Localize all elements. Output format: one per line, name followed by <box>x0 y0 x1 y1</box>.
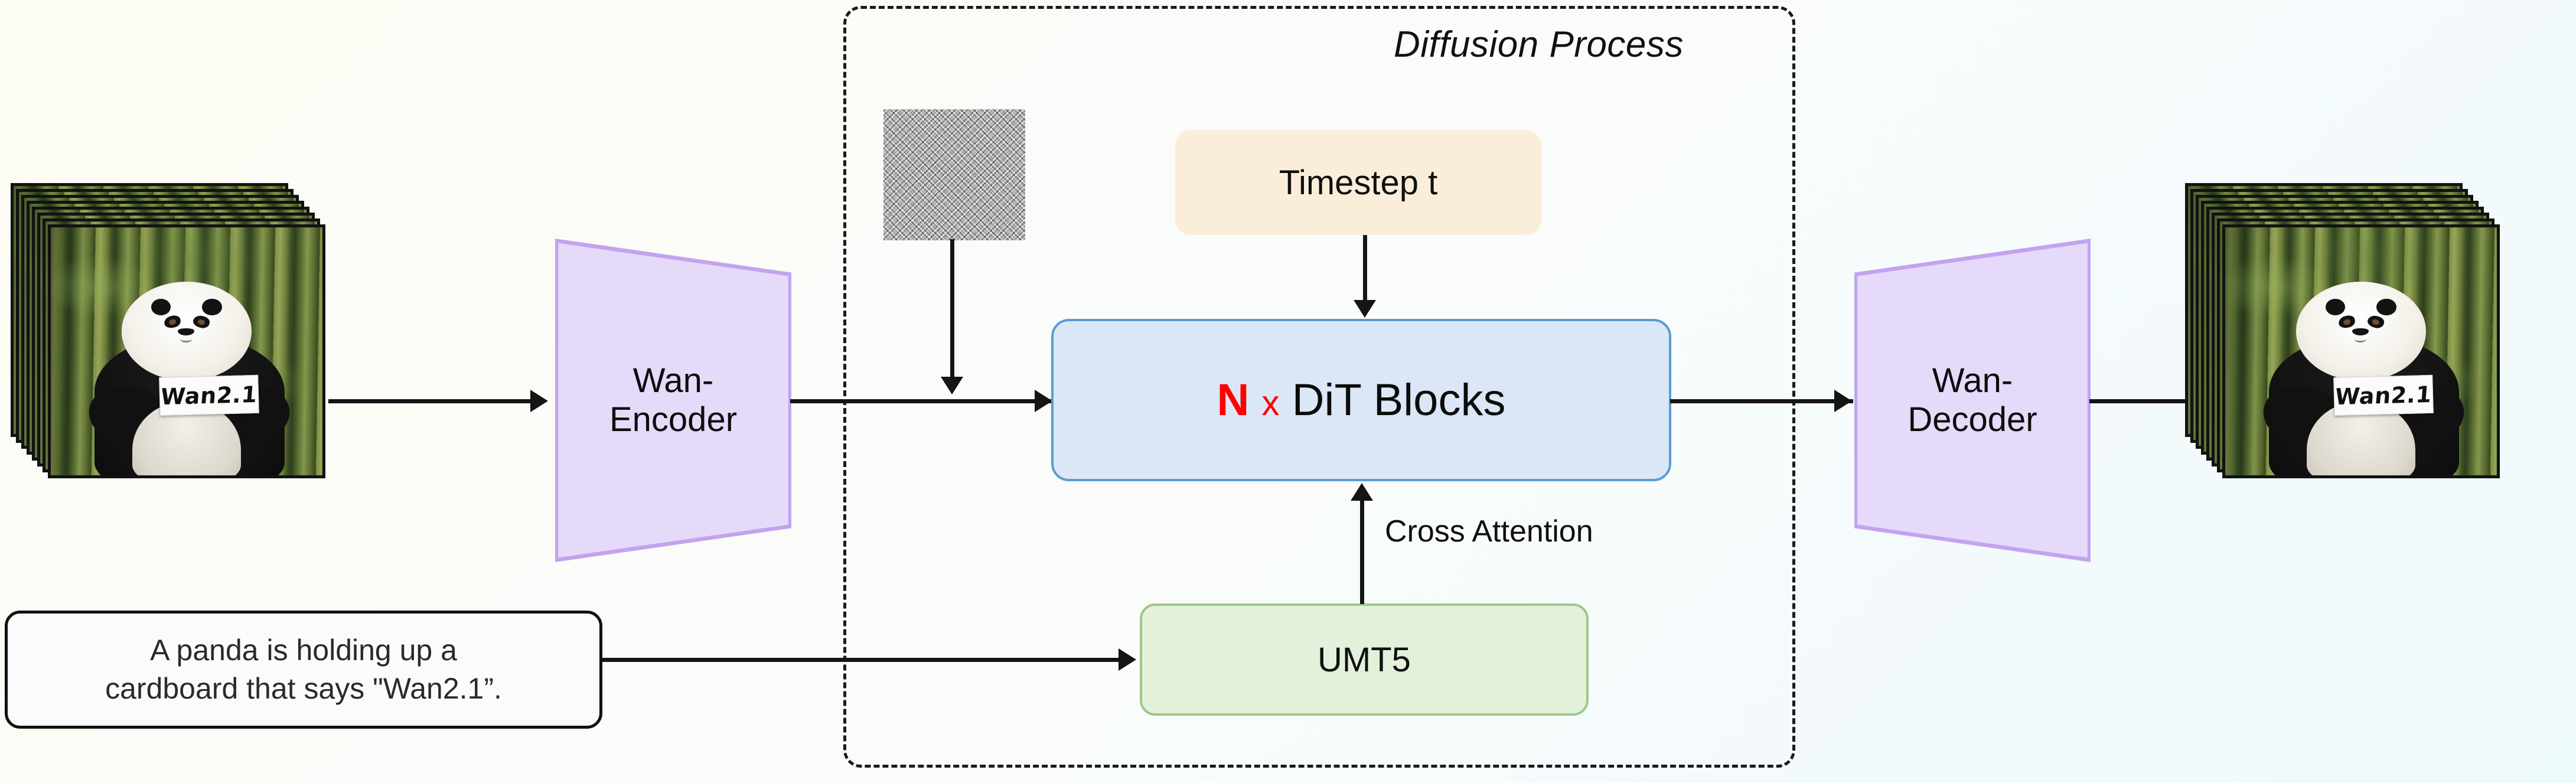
out-frame-front-1: Wan2.1 <box>2222 224 2500 478</box>
dit-repeat-count: N <box>1217 375 1250 425</box>
edge-prompt-to-umt5-arrowhead <box>1119 648 1136 671</box>
edge-encoder-to-dit <box>790 399 1055 403</box>
frame-front-1: Wan2.1 <box>48 224 325 478</box>
umt5-label: UMT5 <box>1318 640 1411 679</box>
cross-attention-label: Cross Attention <box>1385 514 1593 549</box>
timestep-label: Timestep t <box>1279 163 1438 202</box>
edge-dit-to-decoder-arrowhead <box>1834 390 1852 412</box>
wan-decoder-label: Wan- Decoder <box>1907 361 2037 439</box>
diffusion-process-container <box>843 6 1795 768</box>
cardboard-sign-text: Wan2.1 <box>159 381 259 410</box>
gaussian-noise-patch <box>883 109 1025 240</box>
edge-timestep-to-dit <box>1363 235 1367 303</box>
dit-blocks-text: DiT Blocks <box>1292 375 1506 425</box>
edge-noise-to-latent-arrowhead <box>941 377 963 394</box>
text-prompt-label: A panda is holding up a cardboard that s… <box>105 634 502 705</box>
panda-illustration-output: Wan2.1 <box>2225 227 2497 475</box>
wan-encoder-node[interactable]: Wan- Encoder <box>555 239 791 562</box>
edge-dit-to-decoder <box>1670 399 1853 403</box>
timestep-node[interactable]: Timestep t <box>1175 130 1541 235</box>
dit-blocks-node[interactable]: N x DiT Blocks <box>1051 319 1671 481</box>
edge-frames-to-encoder-arrowhead <box>530 390 548 412</box>
edge-timestep-to-dit-arrowhead <box>1354 300 1376 318</box>
edge-umt5-to-dit-arrowhead <box>1351 483 1373 501</box>
panda-head-icon-output <box>2295 282 2427 381</box>
edge-prompt-to-umt5 <box>601 658 1122 662</box>
edge-noise-to-latent <box>950 239 954 381</box>
edge-umt5-to-dit <box>1360 499 1364 604</box>
umt5-node[interactable]: UMT5 <box>1140 603 1589 716</box>
input-video-frames: Wan2.1 <box>11 183 389 502</box>
diffusion-process-title: Diffusion Process <box>1394 24 1684 65</box>
dit-multiply-symbol: x <box>1261 383 1280 423</box>
cardboard-sign-output: Wan2.1 <box>2333 374 2434 416</box>
dit-blocks-label: N x DiT Blocks <box>1217 374 1506 426</box>
text-prompt-node[interactable]: A panda is holding up a cardboard that s… <box>5 611 602 729</box>
edge-decoder-to-frames <box>2089 399 2213 403</box>
edge-encoder-to-dit-arrowhead <box>1035 390 1052 412</box>
panda-head-icon <box>121 282 252 381</box>
cardboard-sign-text-output: Wan2.1 <box>2334 381 2433 410</box>
wan-encoder-label: Wan- Encoder <box>609 361 738 439</box>
wan-decoder-node[interactable]: Wan- Decoder <box>1854 239 2091 562</box>
panda-illustration: Wan2.1 <box>51 227 322 475</box>
output-video-frames: Wan2.1 <box>2185 183 2575 514</box>
cardboard-sign: Wan2.1 <box>159 374 259 416</box>
edge-frames-to-encoder <box>328 399 535 403</box>
